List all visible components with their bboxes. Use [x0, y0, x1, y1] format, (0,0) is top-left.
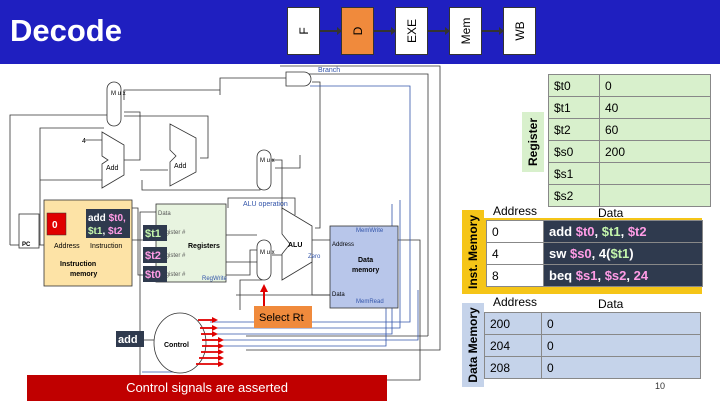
dmem-data-label: Data — [332, 292, 345, 298]
asserted-control-arrows — [196, 319, 218, 365]
register-table-label: Register — [522, 112, 544, 172]
branch-label: Branch — [318, 67, 340, 74]
data-data-header: Data — [598, 297, 624, 311]
table-row: $s1 — [548, 162, 711, 185]
inst-memory-label-2: memory — [70, 271, 97, 278]
mux-label-low: M u x — [260, 250, 275, 256]
alu-label: ALU — [288, 242, 302, 249]
alu — [281, 207, 313, 281]
reg-t1-box — [143, 225, 167, 241]
reg-data-label: Data — [158, 211, 171, 217]
current-instruction-line2: $t1, $t2 — [88, 226, 123, 237]
control-input-box — [116, 331, 144, 347]
stage-f: F — [287, 7, 320, 55]
pc-src-mux — [256, 149, 272, 191]
reg-num-label-3: Register # — [158, 272, 186, 278]
pc-value-box — [46, 212, 67, 236]
pc-value: 0 — [52, 220, 58, 231]
datapath-diagram: Branch M u x Add 4 Add M u x ALU operati… — [9, 65, 441, 381]
stage-arrow — [482, 27, 504, 35]
stage-d: D — [341, 7, 374, 55]
inst-instruction-label: Instruction — [90, 243, 122, 250]
stage-arrow — [320, 27, 342, 35]
regwrite-label: RegWrite — [202, 276, 228, 282]
control-label: Control — [164, 342, 189, 349]
inst-address-header: Address — [493, 204, 538, 218]
inst-memory-table: 0 add $t0, $t1, $t2 4 sw $s0, 4($t1) 8 b… — [486, 220, 703, 287]
control-unit — [153, 312, 207, 374]
reg-t2-box — [143, 247, 167, 263]
stage-arrow — [374, 27, 396, 35]
memwrite-label: MemWrite — [356, 228, 384, 234]
page-number: 10 — [655, 381, 666, 391]
dmem-label-1: Data — [358, 257, 373, 264]
alu-operation-label: ALU operation — [243, 201, 288, 208]
data-memory — [329, 225, 399, 309]
reg-t0: $t0 — [145, 269, 161, 281]
inst-address-label: Address — [54, 243, 80, 250]
mux-label-mid: M u x — [260, 158, 275, 164]
pc-adder — [101, 131, 125, 189]
reg-t2: $t2 — [145, 250, 161, 262]
dmem-label-2: memory — [352, 267, 379, 274]
reg-t0-box — [143, 266, 167, 282]
select-rt-box — [254, 306, 312, 328]
branch-adder — [169, 123, 197, 187]
select-rt-arrowhead — [260, 284, 268, 292]
inst-memory-label-1: Instruction — [60, 261, 96, 268]
reg-num-label-2: Register # — [158, 253, 186, 259]
stage-arrow — [428, 27, 450, 35]
memread-label: MemRead — [356, 299, 384, 305]
branch-mux — [106, 81, 122, 127]
constant-four: 4 — [82, 138, 86, 145]
alu-src-mux — [256, 239, 272, 281]
branch-and-gate — [285, 71, 312, 87]
table-row: 8 beq $s1, $s2, 24 — [486, 264, 703, 287]
asserted-control-arrowheads — [212, 317, 224, 367]
mux-label-top: M u x — [111, 91, 126, 97]
inst-data-header: Data — [598, 206, 624, 220]
stage-mem: Mem — [449, 7, 482, 55]
pc-label: PC — [22, 242, 31, 248]
inst-memory-label: Inst. Memory — [462, 210, 484, 294]
reg-t1: $t1 — [145, 228, 161, 240]
status-banner: Control signals are asserted — [27, 375, 387, 401]
register-file — [155, 203, 227, 283]
control-input: add — [118, 334, 138, 346]
pc-adder-label: Add — [106, 165, 119, 172]
pc-register — [18, 213, 40, 249]
data-memory-label: Data Memory — [462, 303, 484, 387]
branch-adder-label: Add — [174, 163, 187, 170]
page-title: Decode — [10, 13, 122, 48]
stage-exe: EXE — [395, 7, 428, 55]
zero-label: Zero — [308, 254, 321, 260]
current-instruction-line1: add $t0, — [88, 213, 126, 224]
datapath-wires — [9, 65, 441, 381]
registers-label: Registers — [188, 243, 220, 250]
table-row: 0 add $t0, $t1, $t2 — [486, 220, 703, 243]
current-instruction-box — [86, 209, 130, 238]
table-row: $s2 — [548, 184, 711, 207]
stage-wb: WB — [503, 7, 536, 55]
data-address-header: Address — [493, 295, 538, 309]
dmem-address-label: Address — [332, 242, 354, 248]
table-row: 4 sw $s0, 4($t1) — [486, 242, 703, 265]
reg-num-label-1: Register # — [158, 230, 186, 236]
select-rt-label: Select Rt — [259, 312, 304, 324]
